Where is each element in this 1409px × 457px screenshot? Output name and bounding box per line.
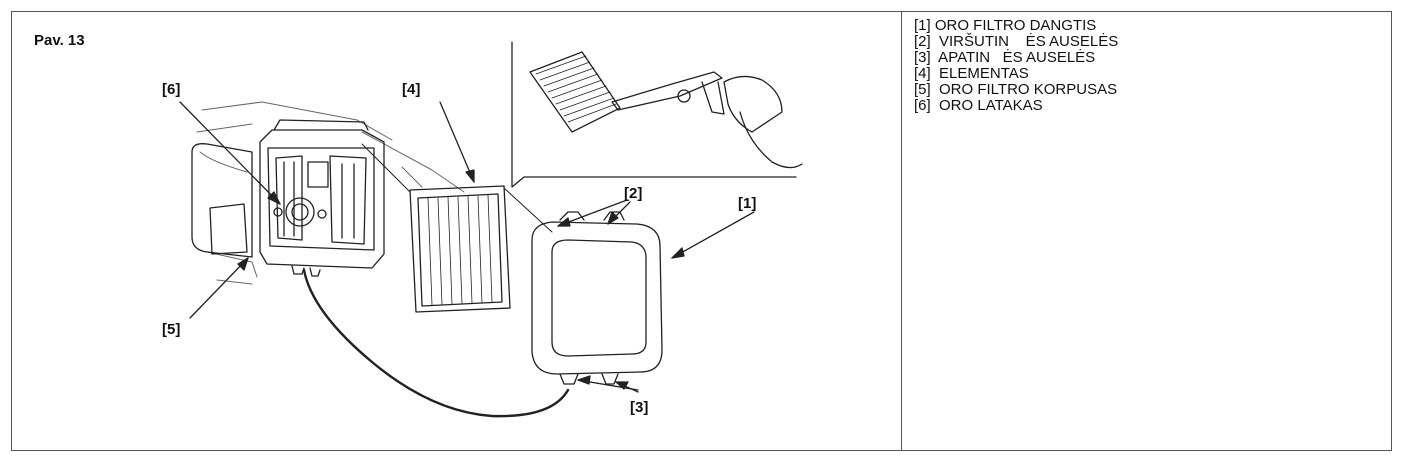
figure-title: Pav. 13 [34, 32, 85, 49]
callout-5: [5] [162, 321, 180, 338]
cleaning-hose [302, 268, 570, 418]
callout-2: [2] [624, 185, 642, 202]
legend-item-5: [5] ORO FILTRO KORPUSAS [914, 81, 1118, 98]
air-filter-diagram: [1] [2] [3] [4] [5] [6] [162, 41, 803, 418]
legend-item-2: [2] VIRŠUTIN ĖS AUSELĖS [914, 33, 1119, 50]
callout-6: [6] [162, 81, 180, 98]
legend-list: [1] ORO FILTRO DANGTIS [2] VIRŠUTIN ĖS A… [914, 18, 1118, 114]
air-filter-housing [259, 119, 385, 277]
figure-table: Pav. 13 [11, 11, 1392, 451]
filter-cover [531, 211, 663, 385]
side-block [191, 143, 253, 258]
legend-item-6: [6] ORO LATAKAS [914, 97, 1043, 114]
legend-item-1: [1] ORO FILTRO DANGTIS [914, 17, 1097, 34]
callout-3: [3] [630, 399, 648, 416]
air-duct [273, 197, 327, 227]
legend-item-3: [3] APATIN ĖS AUSELĖS [914, 49, 1096, 66]
engine-outline [196, 101, 465, 285]
figure-cell: Pav. 13 [12, 12, 902, 450]
legend-cell: [1] ORO FILTRO DANGTIS [2] VIRŠUTIN ĖS A… [902, 12, 1391, 450]
legend-item-4: [4] ELEMENTAS [914, 65, 1029, 82]
assembly-guide-lines [361, 143, 553, 233]
cleaning-inset [511, 41, 803, 188]
filter-element [409, 185, 511, 313]
callout-4: [4] [402, 81, 420, 98]
callout-leaders [179, 101, 755, 393]
callout-1: [1] [738, 195, 756, 212]
